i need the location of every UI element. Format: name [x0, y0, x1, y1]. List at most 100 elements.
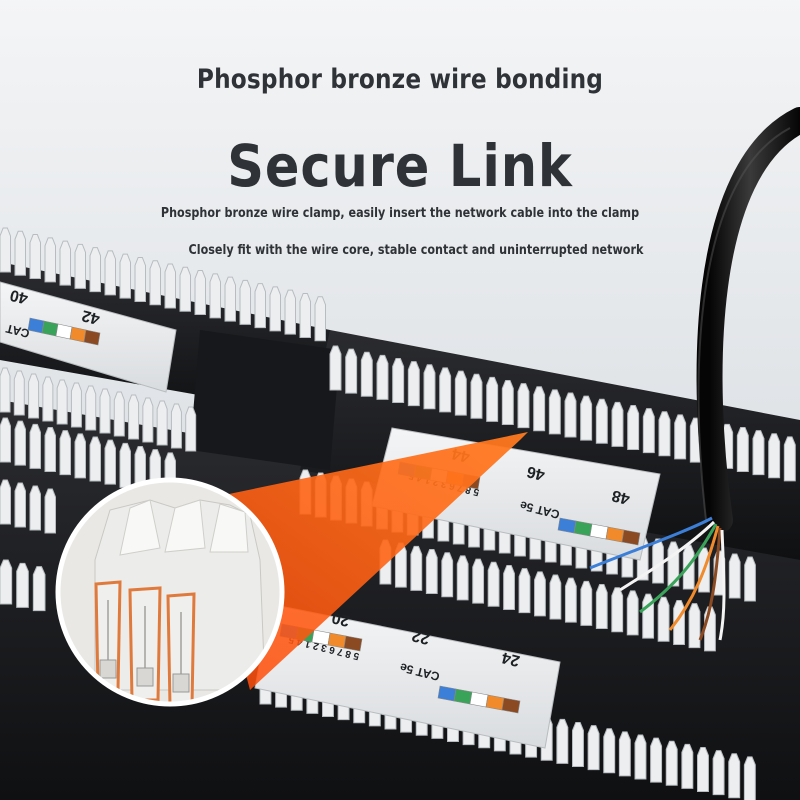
- idc-tooth: [564, 577, 577, 623]
- idc-tooth: [611, 401, 624, 447]
- idc-tooth: [0, 417, 11, 463]
- idc-tooth: [439, 367, 452, 413]
- idc-tooth: [688, 603, 701, 649]
- idc-tooth: [626, 590, 639, 636]
- idc-tooth: [254, 283, 266, 329]
- idc-tooth: [128, 394, 140, 440]
- idc-tooth: [113, 391, 125, 437]
- idc-tooth: [501, 379, 514, 425]
- idc-tooth: [89, 436, 101, 482]
- idc-tooth: [142, 397, 154, 443]
- idc-tooth: [652, 538, 664, 584]
- idc-tooth: [657, 596, 670, 642]
- idc-tooth: [587, 725, 600, 771]
- color-code-swatch: [343, 635, 363, 652]
- color-code-swatch: [453, 688, 473, 705]
- idc-tooth: [44, 427, 56, 472]
- idc-tooth: [487, 561, 500, 607]
- idc-tooth: [627, 405, 640, 451]
- idc-tooth: [239, 279, 251, 325]
- idc-tooth: [634, 734, 647, 780]
- idc-tooth: [104, 250, 116, 296]
- idc-tooth: [486, 376, 499, 422]
- idc-tooth: [697, 747, 709, 792]
- idc-tooth: [752, 430, 765, 476]
- color-code-swatch: [83, 329, 101, 346]
- color-code-swatch: [605, 526, 625, 543]
- magnifier-lens: [55, 477, 285, 707]
- idc-tooth: [0, 367, 11, 413]
- idc-tooth: [119, 442, 131, 488]
- color-code-swatch: [69, 326, 87, 343]
- idc-tooth: [407, 361, 420, 407]
- color-code-swatch: [573, 520, 593, 537]
- idc-tooth: [580, 395, 593, 441]
- idc-tooth: [185, 406, 197, 452]
- idc-tooth: [134, 256, 146, 302]
- idc-tooth: [16, 562, 29, 608]
- idc-tooth: [329, 345, 342, 391]
- idc-tooth: [14, 230, 26, 276]
- idc-tooth: [170, 403, 182, 449]
- idc-tooth: [425, 549, 438, 595]
- port-label-40: 40: [8, 286, 29, 307]
- idc-tooth: [556, 718, 569, 764]
- idc-tooth: [376, 354, 389, 400]
- color-code-swatch: [589, 523, 609, 540]
- color-code-swatch: [437, 685, 457, 702]
- idc-tooth: [423, 364, 436, 410]
- idc-tooth: [441, 552, 454, 598]
- idc-tooth: [681, 743, 694, 789]
- phosphor-bronze-clamps: [94, 580, 196, 702]
- idc-tooth: [269, 286, 281, 332]
- idc-tooth: [59, 240, 71, 286]
- idc-tooth: [0, 559, 13, 605]
- idc-tooth: [736, 426, 749, 472]
- idc-tooth: [32, 566, 46, 612]
- idc-tooth: [29, 234, 41, 280]
- idc-tooth: [564, 392, 577, 438]
- idc-tooth: [595, 398, 608, 444]
- idc-tooth: [658, 411, 671, 457]
- color-code-swatch: [41, 320, 59, 337]
- subtitle: Phosphor bronze wire bonding: [196, 64, 604, 95]
- idc-tooth: [518, 568, 531, 614]
- idc-tooth: [360, 351, 373, 397]
- idc-tooth: [56, 379, 68, 425]
- idc-tooth: [533, 386, 546, 432]
- magnify-beam: [200, 432, 528, 690]
- idc-tooth: [85, 385, 97, 431]
- idc-tooth: [472, 558, 485, 604]
- color-code-swatch: [27, 317, 45, 334]
- idc-tooth: [0, 227, 11, 273]
- idc-tooth: [28, 373, 40, 419]
- headline: Secure Link: [227, 132, 573, 200]
- color-code-swatch: [621, 529, 641, 546]
- idc-tooth: [548, 389, 561, 435]
- idc-tooth: [611, 587, 624, 633]
- description-line-2: Closely fit with the wire core, stable c…: [188, 243, 644, 258]
- idc-tooth: [744, 556, 756, 602]
- idc-tooth: [44, 488, 56, 534]
- port-label-22: 22: [410, 626, 431, 647]
- idc-tooth: [549, 574, 562, 620]
- idc-tooth: [572, 722, 584, 767]
- idc-tooth: [456, 555, 469, 601]
- color-code-swatch: [485, 694, 505, 711]
- idc-tooth: [728, 753, 741, 799]
- color-code-swatch: [469, 691, 489, 708]
- idc-tooth: [14, 482, 26, 528]
- idc-tooth: [13, 370, 25, 416]
- idc-tooth: [104, 439, 116, 485]
- idc-tooth: [164, 263, 176, 309]
- idc-tooth: [149, 260, 161, 306]
- idc-tooth: [603, 728, 616, 774]
- idc-tooth: [70, 382, 82, 428]
- idc-tooth: [618, 731, 631, 777]
- idc-tooth: [74, 243, 86, 289]
- idc-tooth: [89, 247, 101, 293]
- idc-tooth: [728, 553, 741, 599]
- idc-tooth: [42, 376, 54, 422]
